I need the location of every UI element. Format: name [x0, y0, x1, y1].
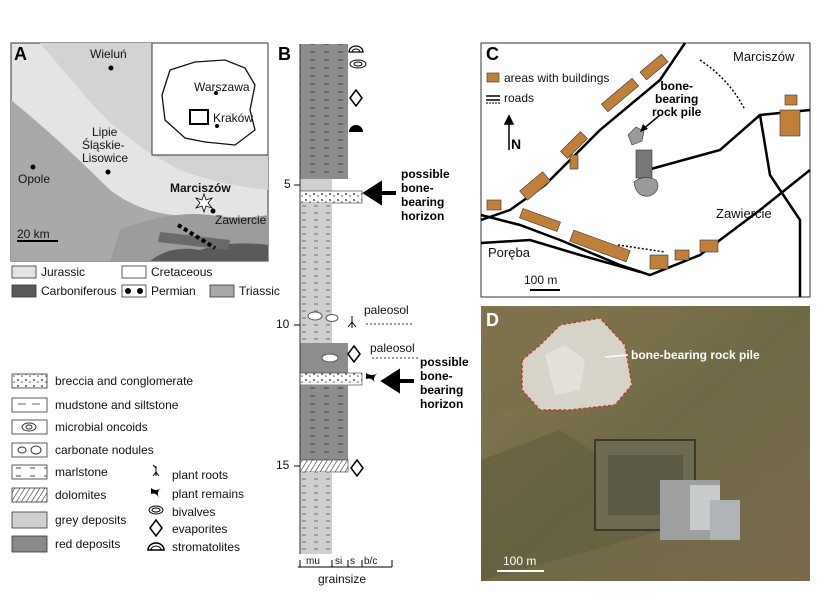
grain-mu: mu [306, 556, 320, 567]
city-wielun: Wieluń [90, 47, 127, 61]
inset-warszawa: Warszawa [194, 80, 250, 94]
lith-breccia: breccia and conglomerate [55, 374, 194, 388]
lith-dolomites: dolomites [55, 488, 107, 502]
lith-nodules: carbonate nodules [55, 443, 154, 457]
lith-grey: grey deposits [55, 513, 127, 527]
panel-b-letter: B [278, 44, 291, 64]
geo-legend-swatches [11, 265, 235, 298]
legend-cretaceous: Cretaceous [151, 265, 213, 279]
grain-si: si [335, 556, 343, 567]
city-lipie: Lipie [92, 125, 118, 139]
place-poreba: Poręba [488, 245, 530, 260]
depth-15: 15 [276, 458, 290, 472]
marciszow-star-icon [194, 192, 214, 214]
symbol-legend-icons [147, 464, 165, 551]
building-areas [486, 53, 801, 270]
depth-10: 10 [276, 317, 290, 331]
lithology-legend-swatches [11, 373, 48, 553]
sym-plant-remains: plant remains [172, 487, 245, 501]
poland-inset [151, 42, 269, 156]
place-zawiercie: Zawiercie [716, 206, 772, 221]
sym-stromatolites: stromatolites [172, 540, 241, 554]
legend-triassic: Triassic [239, 284, 280, 298]
lith-oncoids: microbial oncoids [55, 420, 148, 434]
legend-buildings: areas with buildings [504, 71, 610, 85]
depth-5: 5 [284, 177, 291, 191]
city-lipie-3: Lisowice [82, 151, 129, 165]
sym-bivalves: bivalves [172, 505, 216, 519]
legend-permian: Permian [151, 284, 196, 298]
lith-mudstone: mudstone and siltstone [55, 398, 179, 412]
lith-red: red deposits [55, 537, 121, 551]
city-lipie-2: Śląskie- [82, 138, 125, 152]
paleosol-1: paleosol [364, 303, 409, 317]
horizon-arrows [362, 180, 414, 394]
city-marciszow: Marciszów [170, 181, 231, 195]
panel-d-letter: D [486, 310, 499, 330]
panel-c-scale-label: 100 m [524, 273, 558, 287]
lith-marlstone: marlstone [55, 465, 108, 479]
city-zawiercie: Zawiercie [215, 213, 267, 227]
depth-ticks [294, 184, 300, 467]
legend-roads: roads [504, 91, 535, 105]
paleosol-2: paleosol [370, 341, 415, 355]
panel-d-aerial [481, 306, 810, 581]
panel-d-label: bone-bearing rock pile [631, 348, 760, 362]
panel-a-letter: A [14, 44, 27, 64]
rock-pile [627, 126, 659, 197]
panel-a-scale-label: 20 km [17, 227, 50, 241]
panel-d-scale-label: 100 m [503, 554, 537, 568]
grain-s: s [350, 556, 355, 567]
inset-krakow: Kraków [213, 111, 254, 125]
legend-jurassic: Jurassic [41, 265, 86, 279]
city-opole: Opole [18, 172, 51, 186]
stratigraphic-column [299, 44, 363, 554]
column-symbols [347, 45, 418, 478]
sym-evaporites: evaporites [172, 522, 228, 536]
grainsize-axis [298, 560, 393, 568]
city-dots [30, 65, 216, 214]
place-marciszow: Marciszów [733, 49, 795, 64]
north-label: N [511, 136, 522, 152]
grainsize-label: grainsize [318, 572, 367, 586]
grain-bc: b/c [364, 556, 378, 567]
panel-c-map [480, 42, 811, 298]
legend-carboniferous: Carboniferous [41, 284, 117, 298]
sym-plant-roots: plant roots [172, 468, 229, 482]
panel-c-letter: C [486, 44, 499, 64]
